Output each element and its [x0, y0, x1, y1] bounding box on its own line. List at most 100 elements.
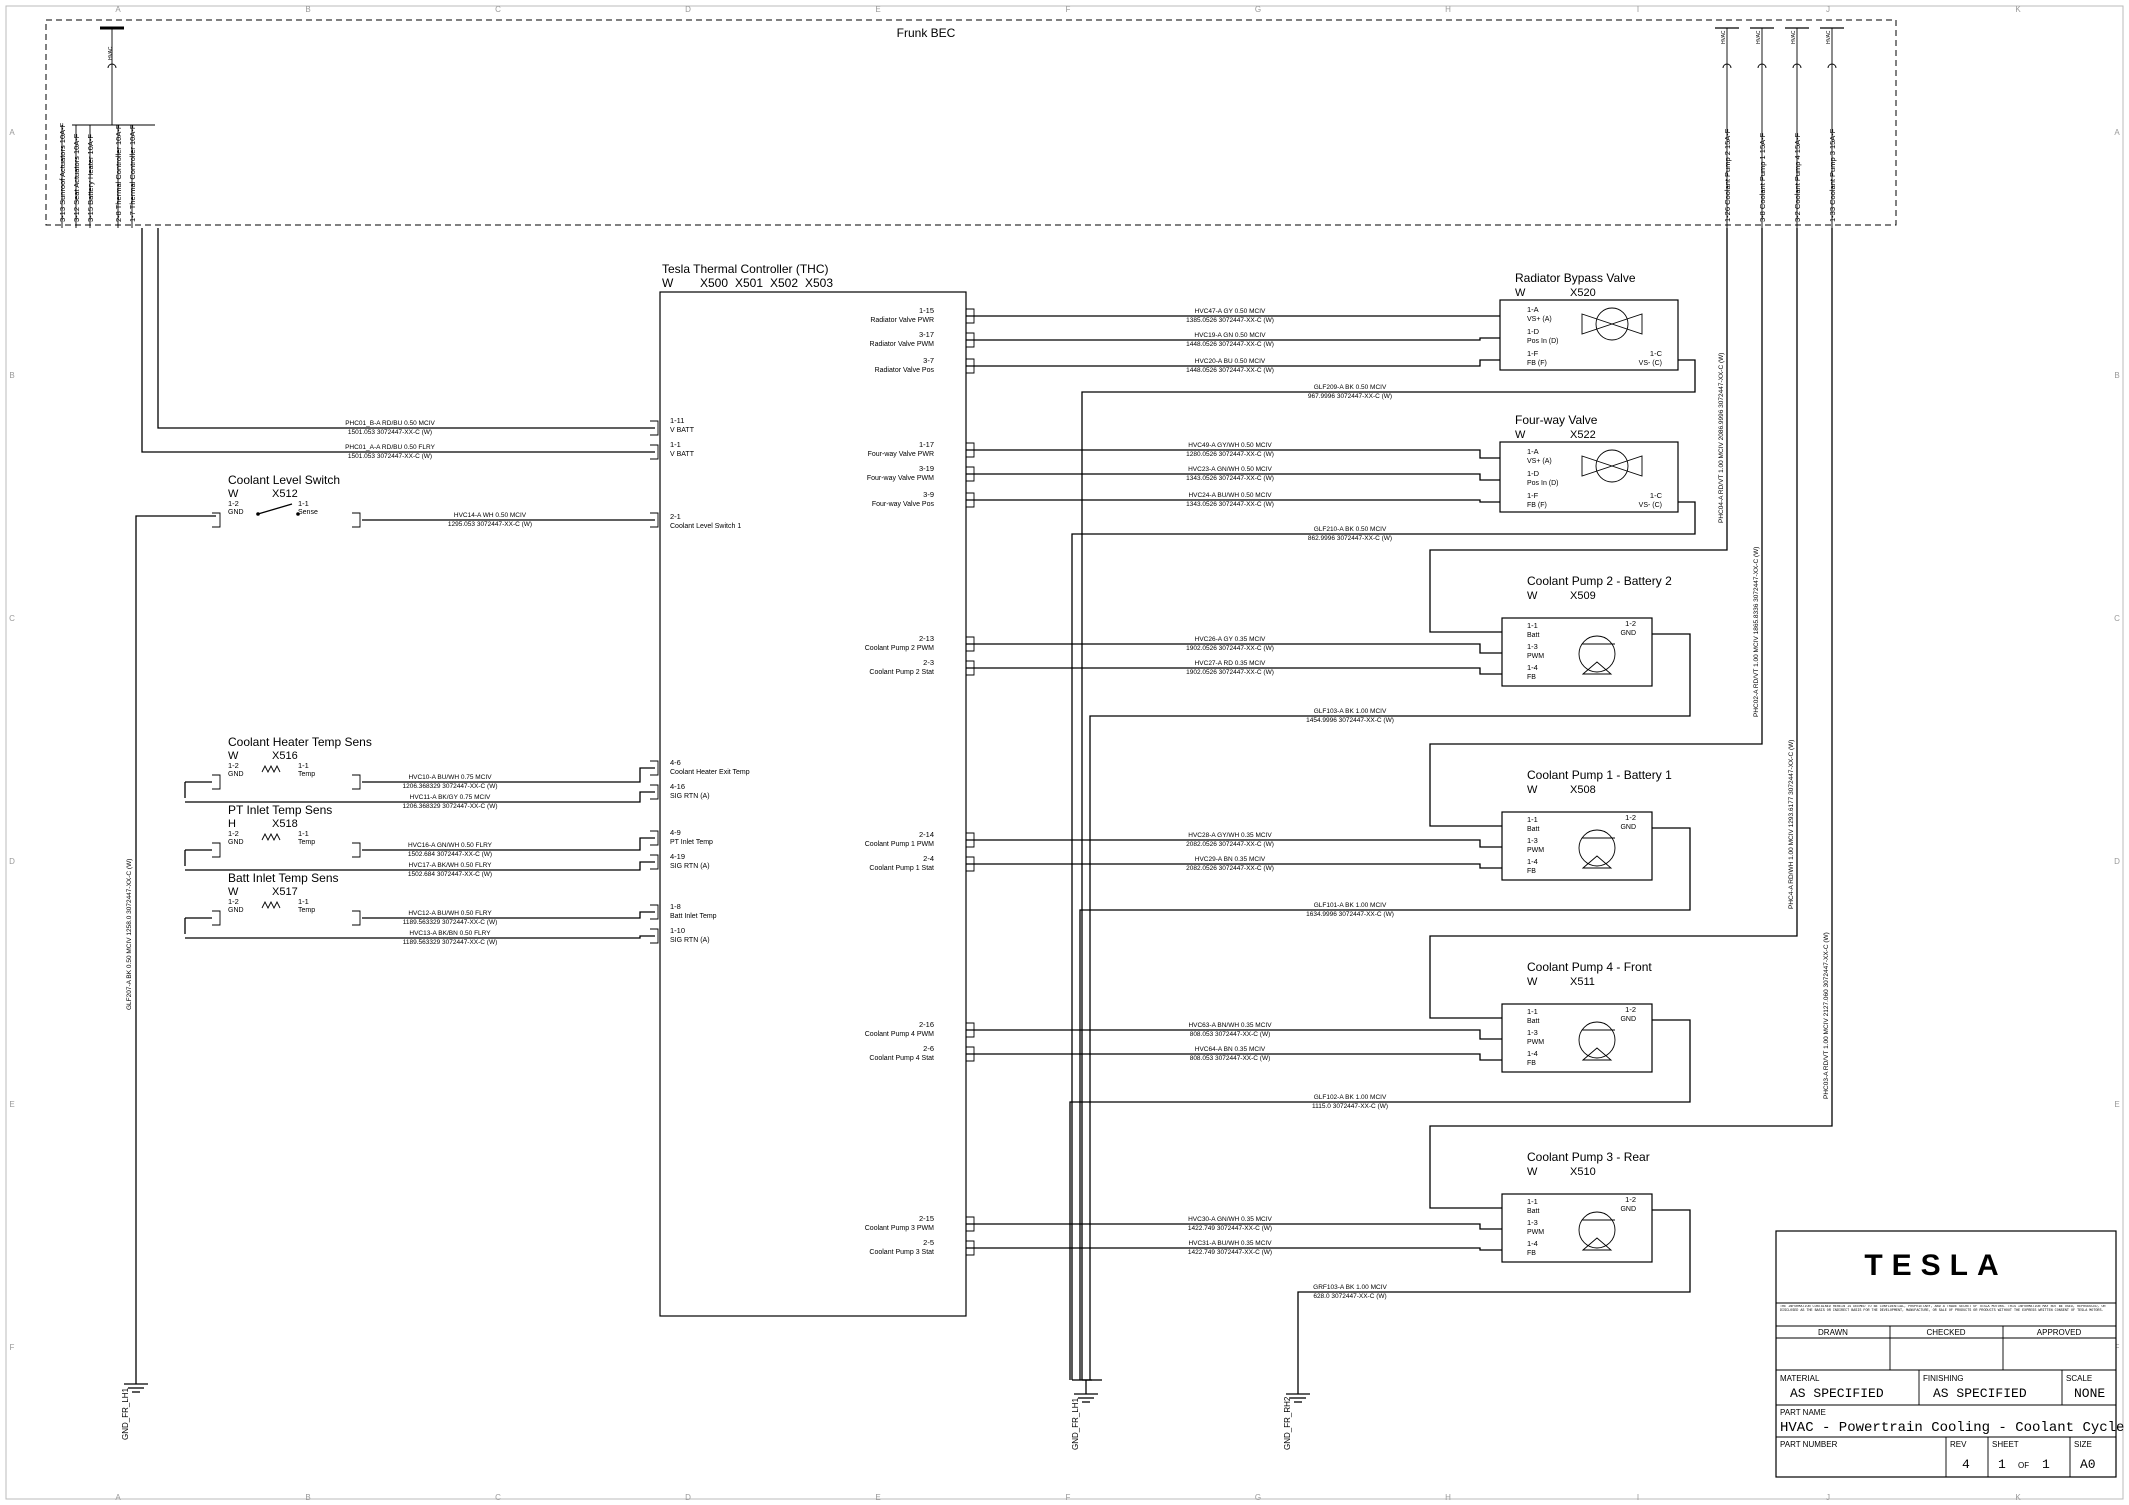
wire-label: HVC47-A GY 0.50 MCIV	[1195, 308, 1266, 315]
grid-col-label: D	[685, 5, 691, 14]
fuse-symbol	[1757, 63, 1767, 69]
size-value: A0	[2080, 1457, 2096, 1472]
pump-pin-number: 1-2	[1625, 619, 1636, 628]
connector-tab	[966, 308, 975, 324]
grid-col-label: C	[495, 5, 501, 14]
grid-col-label: A	[115, 5, 121, 14]
valve-pin-name: VS- (C)	[1639, 502, 1662, 509]
pump-symbol	[1581, 1047, 1613, 1061]
thc-pin-number: 2-15	[919, 1214, 934, 1223]
sensor-pin-name: GND	[228, 907, 244, 914]
thc-pin-number: 1-17	[919, 440, 934, 449]
grid-col-label: C	[495, 1493, 501, 1502]
thc-pin-number: 4-16	[670, 782, 685, 791]
pump-symbol	[1578, 1211, 1616, 1249]
wire-label: 808.053 3072447-XX-C (W)	[1190, 1031, 1271, 1038]
pump-title: Coolant Pump 3 - Rear	[1527, 1150, 1650, 1164]
wire-label: 1902.0526 3072447-XX-C (W)	[1186, 645, 1274, 652]
sensor-signal-wire	[362, 767, 655, 783]
thc-pin-name: Radiator Valve PWR	[870, 317, 934, 324]
wire-label: 1343.0526 3072447-XX-C (W)	[1186, 501, 1274, 508]
sensor-title: Coolant Heater Temp Sens	[228, 735, 372, 749]
fuse-tag: HVAC	[108, 46, 114, 60]
wire-label: 1902.0526 3072447-XX-C (W)	[1186, 669, 1274, 676]
connector-tab	[966, 856, 975, 872]
connector-tab	[650, 444, 659, 460]
thc-pin-number: 4-6	[670, 758, 681, 767]
pump-signal-wire	[966, 1029, 1502, 1040]
thc-connector-label: X500	[700, 276, 728, 290]
pump-pin-name: PWM	[1527, 1039, 1544, 1046]
pump-pin-name: Batt	[1527, 1018, 1540, 1025]
connector-tab	[966, 1240, 975, 1256]
thc-pin-name: SIG RTN (A)	[670, 937, 710, 944]
wire-label: HVC63-A BN/WH 0.35 MCIV	[1188, 1022, 1272, 1029]
ground-label: GND_FR_LH1	[121, 1387, 130, 1440]
thc-pin-name: Coolant Pump 2 Stat	[869, 669, 934, 676]
grid-col-label: G	[1255, 1493, 1261, 1502]
grid-col-label: J	[1826, 5, 1830, 14]
connector-tab	[352, 842, 361, 858]
grid-col-label: E	[875, 5, 880, 14]
ground-label: GND_FR_LH1	[1071, 1397, 1080, 1450]
sensor-return-wire	[185, 935, 655, 939]
connector-tab	[212, 910, 221, 926]
switch-contact	[296, 512, 300, 516]
connector-tab	[650, 760, 659, 776]
sensor-variant: W	[228, 488, 239, 500]
connector-tab	[966, 358, 975, 374]
sensor-connector-id: X517	[272, 886, 298, 898]
valve-signal-wire	[966, 359, 1500, 367]
valve-pin-number: 1-C	[1650, 349, 1663, 358]
pump-title: Coolant Pump 2 - Battery 2	[1527, 574, 1672, 588]
sensor-pin-number: 1-2	[228, 829, 239, 838]
pump-pin-name: Batt	[1527, 1208, 1540, 1215]
pump-pin-name: PWM	[1527, 1229, 1544, 1236]
pump-symbol	[1578, 1021, 1616, 1059]
pump-signal-wire	[966, 643, 1502, 654]
wire-label: PHC01_A-A RD/BU 0.50 FLRY	[345, 444, 435, 451]
pump-pin-number: 1-2	[1625, 1005, 1636, 1014]
sheet-of-label: OF	[2018, 1461, 2029, 1470]
material-label: MATERIAL	[1780, 1374, 1820, 1383]
wire-label: HVC13-A BK/BN 0.50 FLRY	[409, 930, 491, 937]
part-name-label: PART NAME	[1780, 1408, 1826, 1417]
fuse-label: 1-7 Thermal Controller 10A-F	[128, 124, 137, 222]
valve-title: Four-way Valve	[1515, 413, 1598, 427]
wire-label: 1280.0526 3072447-XX-C (W)	[1186, 451, 1274, 458]
connector-tab	[650, 784, 659, 800]
thermistor-symbol	[261, 900, 281, 910]
pump-ground-wire	[1089, 633, 1691, 1380]
pump-pin-number: 1-4	[1527, 1049, 1538, 1058]
thc-pin-name: Radiator Valve Pos	[875, 367, 935, 374]
connector-tab	[352, 774, 361, 790]
grid-col-label: I	[1637, 1493, 1639, 1502]
wire-label: 1501.053 3072447-XX-C (W)	[348, 429, 432, 436]
finishing-label: FINISHING	[1923, 1374, 1963, 1383]
sensor-title: Coolant Level Switch	[228, 473, 340, 487]
vbatt-wire-1	[157, 228, 655, 429]
checked-label: CHECKED	[1926, 1328, 1965, 1337]
fuse-tag: HVAC	[1721, 30, 1727, 44]
fuse-label: 2-8 Thermal Controller 10A-F	[114, 124, 123, 222]
connector-tab	[966, 1022, 975, 1038]
fuse-label: 3-15 Battery Heater 10A-F	[86, 134, 95, 222]
thc-pin-name: Batt Inlet Temp	[670, 913, 717, 920]
connector-tab	[212, 512, 221, 528]
connector-tab	[650, 928, 659, 944]
connector-tab	[650, 512, 659, 528]
vertical-wire-label: PHC4-A RD/WH 1.00 MCIV 1293.6177 3072447…	[1788, 740, 1795, 909]
fuse-symbol	[1827, 63, 1837, 69]
thc-pin-name: Coolant Pump 3 PWM	[865, 1225, 934, 1232]
pump-pin-name: GND	[1620, 1206, 1636, 1213]
grid-col-label: J	[1826, 1493, 1830, 1502]
pump-box	[1501, 811, 1653, 881]
thc-pin-name: Radiator Valve PWM	[870, 341, 935, 348]
sensor-pin-name: Temp	[298, 907, 315, 914]
thc-pin-name: Coolant Pump 4 Stat	[869, 1055, 934, 1062]
connector-tab	[966, 332, 975, 348]
scale-value: NONE	[2074, 1386, 2105, 1401]
fuse-tag: HVAC	[1826, 30, 1832, 44]
valve-signal-wire	[966, 449, 1500, 459]
